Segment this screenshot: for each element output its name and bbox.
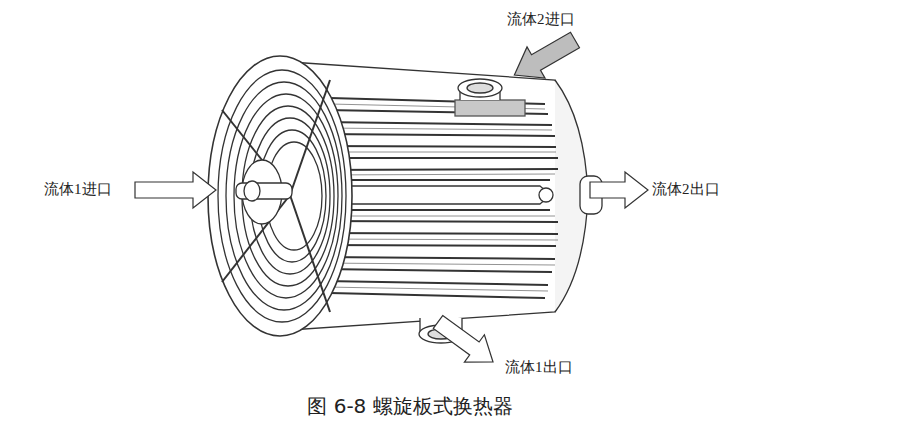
flow-label: 流体1进口: [44, 180, 112, 198]
figure-caption: 图 6-8 螺旋板式换热器: [307, 394, 512, 418]
flow-label: 流体2出口: [652, 180, 720, 198]
flow-label: 流体2进口: [507, 10, 575, 28]
flow-label: 流体1出口: [505, 358, 573, 376]
